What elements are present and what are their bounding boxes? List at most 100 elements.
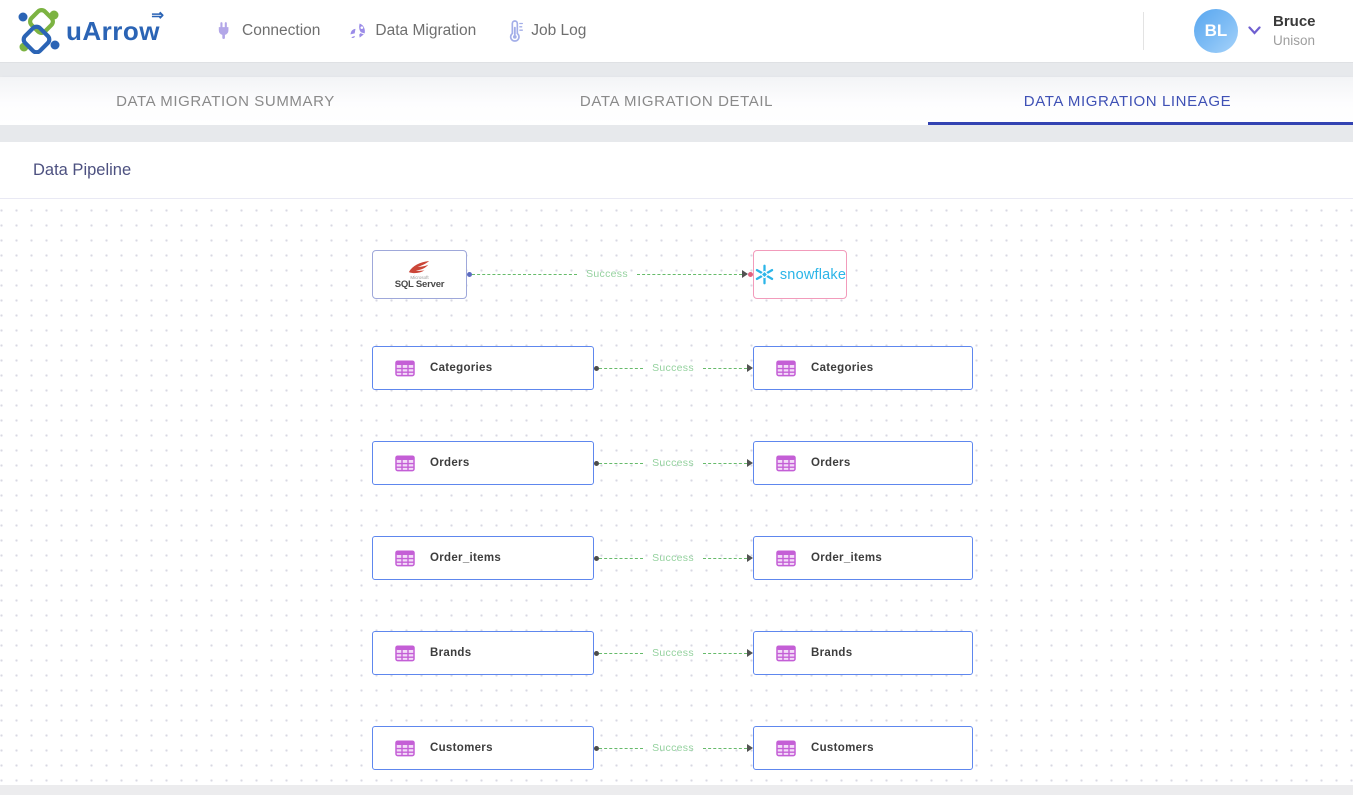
section-header: Data Pipeline (0, 142, 1353, 198)
brand-logo[interactable]: uArrow ⇒ (16, 7, 164, 54)
table-icon (776, 549, 796, 566)
table-node-label: Categories (811, 362, 874, 374)
connection-status-label: Success (652, 362, 694, 374)
bottom-scroll-strip[interactable] (0, 785, 1353, 795)
table-node-source-order-items[interactable]: Order_items (372, 536, 594, 580)
table-node-source-brands[interactable]: Brands (372, 631, 594, 675)
arrowhead-icon (747, 459, 754, 467)
connector-start-dot (594, 650, 599, 656)
snowflake-logo: snowflake (754, 264, 846, 285)
page-title: Data Pipeline (33, 160, 132, 179)
connection-brands: Success (594, 647, 754, 659)
app-header: uArrow ⇒ Connection (0, 0, 1353, 62)
tab-data-migration-summary[interactable]: DATA MIGRATION SUMMARY (116, 92, 335, 110)
table-node-source-orders[interactable]: Orders (372, 441, 594, 485)
dashed-line (702, 747, 748, 749)
table-node-source-customers[interactable]: Customers (372, 726, 594, 770)
arrowhead-icon (742, 270, 749, 278)
table-node-source-categories[interactable]: Categories (372, 346, 594, 390)
table-node-label: Customers (811, 742, 874, 754)
connection-status-label: Success (652, 552, 694, 564)
connector-start-dot (467, 271, 472, 277)
connection-status-label: Success (586, 268, 628, 280)
connection-source-target: Success (467, 268, 754, 280)
nav-label: Data Migration (375, 22, 477, 39)
arrowhead-icon (747, 649, 754, 657)
table-icon (776, 739, 796, 756)
table-node-label: Categories (430, 362, 493, 374)
table-node-target-order-items[interactable]: Order_items (753, 536, 973, 580)
table-icon (395, 359, 415, 376)
arrowhead-icon (747, 364, 754, 372)
tab-data-migration-detail[interactable]: DATA MIGRATION DETAIL (579, 92, 774, 110)
table-icon (395, 454, 415, 471)
table-icon (395, 549, 415, 566)
target-node-snowflake[interactable]: snowflake (753, 250, 847, 299)
table-icon (395, 739, 415, 756)
dashed-line (599, 557, 644, 559)
header-divider (1143, 12, 1144, 50)
brand-name: uArrow (66, 15, 160, 46)
pipeline-canvas[interactable]: Microsoft SQL Server Success (0, 198, 1353, 785)
chevron-down-icon[interactable] (1248, 22, 1261, 40)
snowflake-icon (755, 264, 774, 285)
tab-data-migration-lineage[interactable]: DATA MIGRATION LINEAGE (902, 77, 1353, 125)
connection-status-label: Success (652, 647, 694, 659)
connector-start-dot (594, 555, 599, 561)
connection-order-items: Success (594, 552, 754, 564)
table-node-target-brands[interactable]: Brands (753, 631, 973, 675)
tab-separator-band (0, 125, 1353, 142)
dashed-line (702, 652, 748, 654)
table-node-target-categories[interactable]: Categories (753, 346, 973, 390)
dashed-line (472, 273, 578, 275)
dashed-line (599, 367, 644, 369)
connection-categories: Success (594, 362, 754, 374)
header-separator-band (0, 62, 1353, 77)
source-node-label: SQL Server (394, 279, 445, 290)
dashed-line (599, 652, 644, 654)
connector-start-dot (594, 365, 599, 371)
table-node-target-orders[interactable]: Orders (753, 441, 973, 485)
dashed-line (702, 557, 748, 559)
sqlserver-logo: Microsoft SQL Server (394, 260, 445, 290)
dashed-line (702, 462, 748, 464)
thermometer-icon (504, 20, 524, 42)
nav-item-connection[interactable]: Connection (214, 21, 320, 42)
user-info: Bruce Unison (1273, 12, 1353, 50)
table-icon (395, 644, 415, 661)
tab-bar: DATA MIGRATION SUMMARY DATA MIGRATION DE… (0, 77, 1353, 125)
source-node-sqlserver[interactable]: Microsoft SQL Server (372, 250, 467, 299)
nav-item-job-log[interactable]: Job Log (504, 20, 586, 42)
dashed-line (702, 367, 748, 369)
table-node-label: Orders (430, 457, 470, 469)
rocket-icon (348, 21, 368, 41)
nav-item-data-migration[interactable]: Data Migration (348, 21, 476, 41)
connector-end-dot (748, 271, 754, 277)
user-name: Bruce (1273, 12, 1316, 30)
user-org: Unison (1273, 33, 1316, 49)
sqlserver-sublabel: Microsoft (410, 274, 429, 280)
sqlserver-swoosh-icon (409, 260, 430, 273)
arrowhead-icon (747, 554, 754, 562)
uarrow-logo-icon (18, 8, 60, 54)
table-icon (776, 454, 796, 471)
table-icon (776, 359, 796, 376)
connection-orders: Success (594, 457, 754, 469)
table-node-label: Order_items (430, 552, 502, 564)
connection-status-label: Success (652, 457, 694, 469)
table-node-label: Brands (430, 647, 472, 659)
target-node-label: snowflake (779, 266, 847, 283)
dashed-line (599, 747, 644, 749)
connector-start-dot (594, 745, 599, 751)
nav-label: Connection (242, 22, 321, 39)
connection-customers: Success (594, 742, 754, 754)
plug-icon (214, 21, 235, 42)
connection-status-label: Success (652, 742, 694, 754)
table-node-target-customers[interactable]: Customers (753, 726, 973, 770)
table-node-label: Customers (430, 742, 493, 754)
nav-label: Job Log (531, 22, 587, 39)
table-node-label: Order_items (811, 552, 883, 564)
user-avatar[interactable]: BL (1194, 9, 1238, 53)
brand-arrow-icon: ⇒ (151, 6, 164, 24)
